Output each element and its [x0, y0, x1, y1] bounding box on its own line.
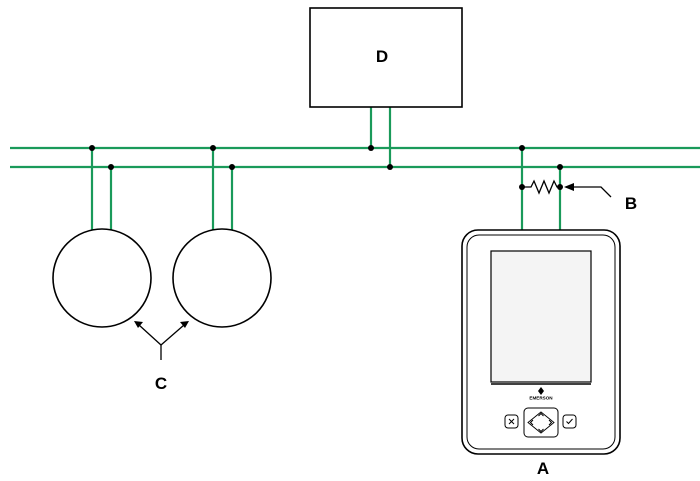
flame-logo-icon: [538, 387, 544, 395]
node-c2-circle: [172, 228, 272, 328]
brand-text: EMERSON: [529, 396, 553, 401]
termination-resistor: [522, 179, 560, 195]
pointer-c-head-left: [134, 321, 143, 328]
arrow-right-icon[interactable]: [548, 419, 553, 426]
bus-wires: [10, 107, 700, 233]
junction-dot: [229, 164, 235, 170]
pointer-c-head-right: [180, 321, 189, 328]
junction-dot: [108, 164, 114, 170]
label-a: A: [537, 459, 549, 478]
junction-dot: [368, 145, 374, 151]
node-d-box: [309, 7, 463, 108]
node-c1-circle: [52, 228, 152, 328]
junction-dot: [89, 145, 95, 151]
junction-dot: [387, 164, 393, 170]
brand-logo: EMERSON: [529, 387, 553, 401]
label-d: D: [376, 47, 388, 66]
junction-dot: [210, 145, 216, 151]
junction-dots: [89, 145, 563, 190]
label-b: B: [625, 194, 637, 213]
check-icon: [566, 418, 573, 425]
controller-device: EMERSON: [461, 229, 621, 455]
arrow-down-icon[interactable]: [538, 428, 544, 433]
arrow-up-icon[interactable]: [538, 412, 544, 417]
label-c: C: [155, 374, 167, 393]
arrow-left-icon[interactable]: [529, 419, 534, 426]
device-inner-bezel: [466, 234, 616, 450]
device-screen: [490, 250, 592, 383]
junction-dot: [557, 164, 563, 170]
junction-dot: [519, 145, 525, 151]
close-icon: [508, 418, 515, 425]
check-button[interactable]: [562, 414, 577, 429]
pointer-b: [564, 183, 612, 198]
pointer-c: [138, 324, 185, 360]
dpad-button[interactable]: [523, 407, 559, 438]
dpad-diamond: [527, 411, 555, 434]
